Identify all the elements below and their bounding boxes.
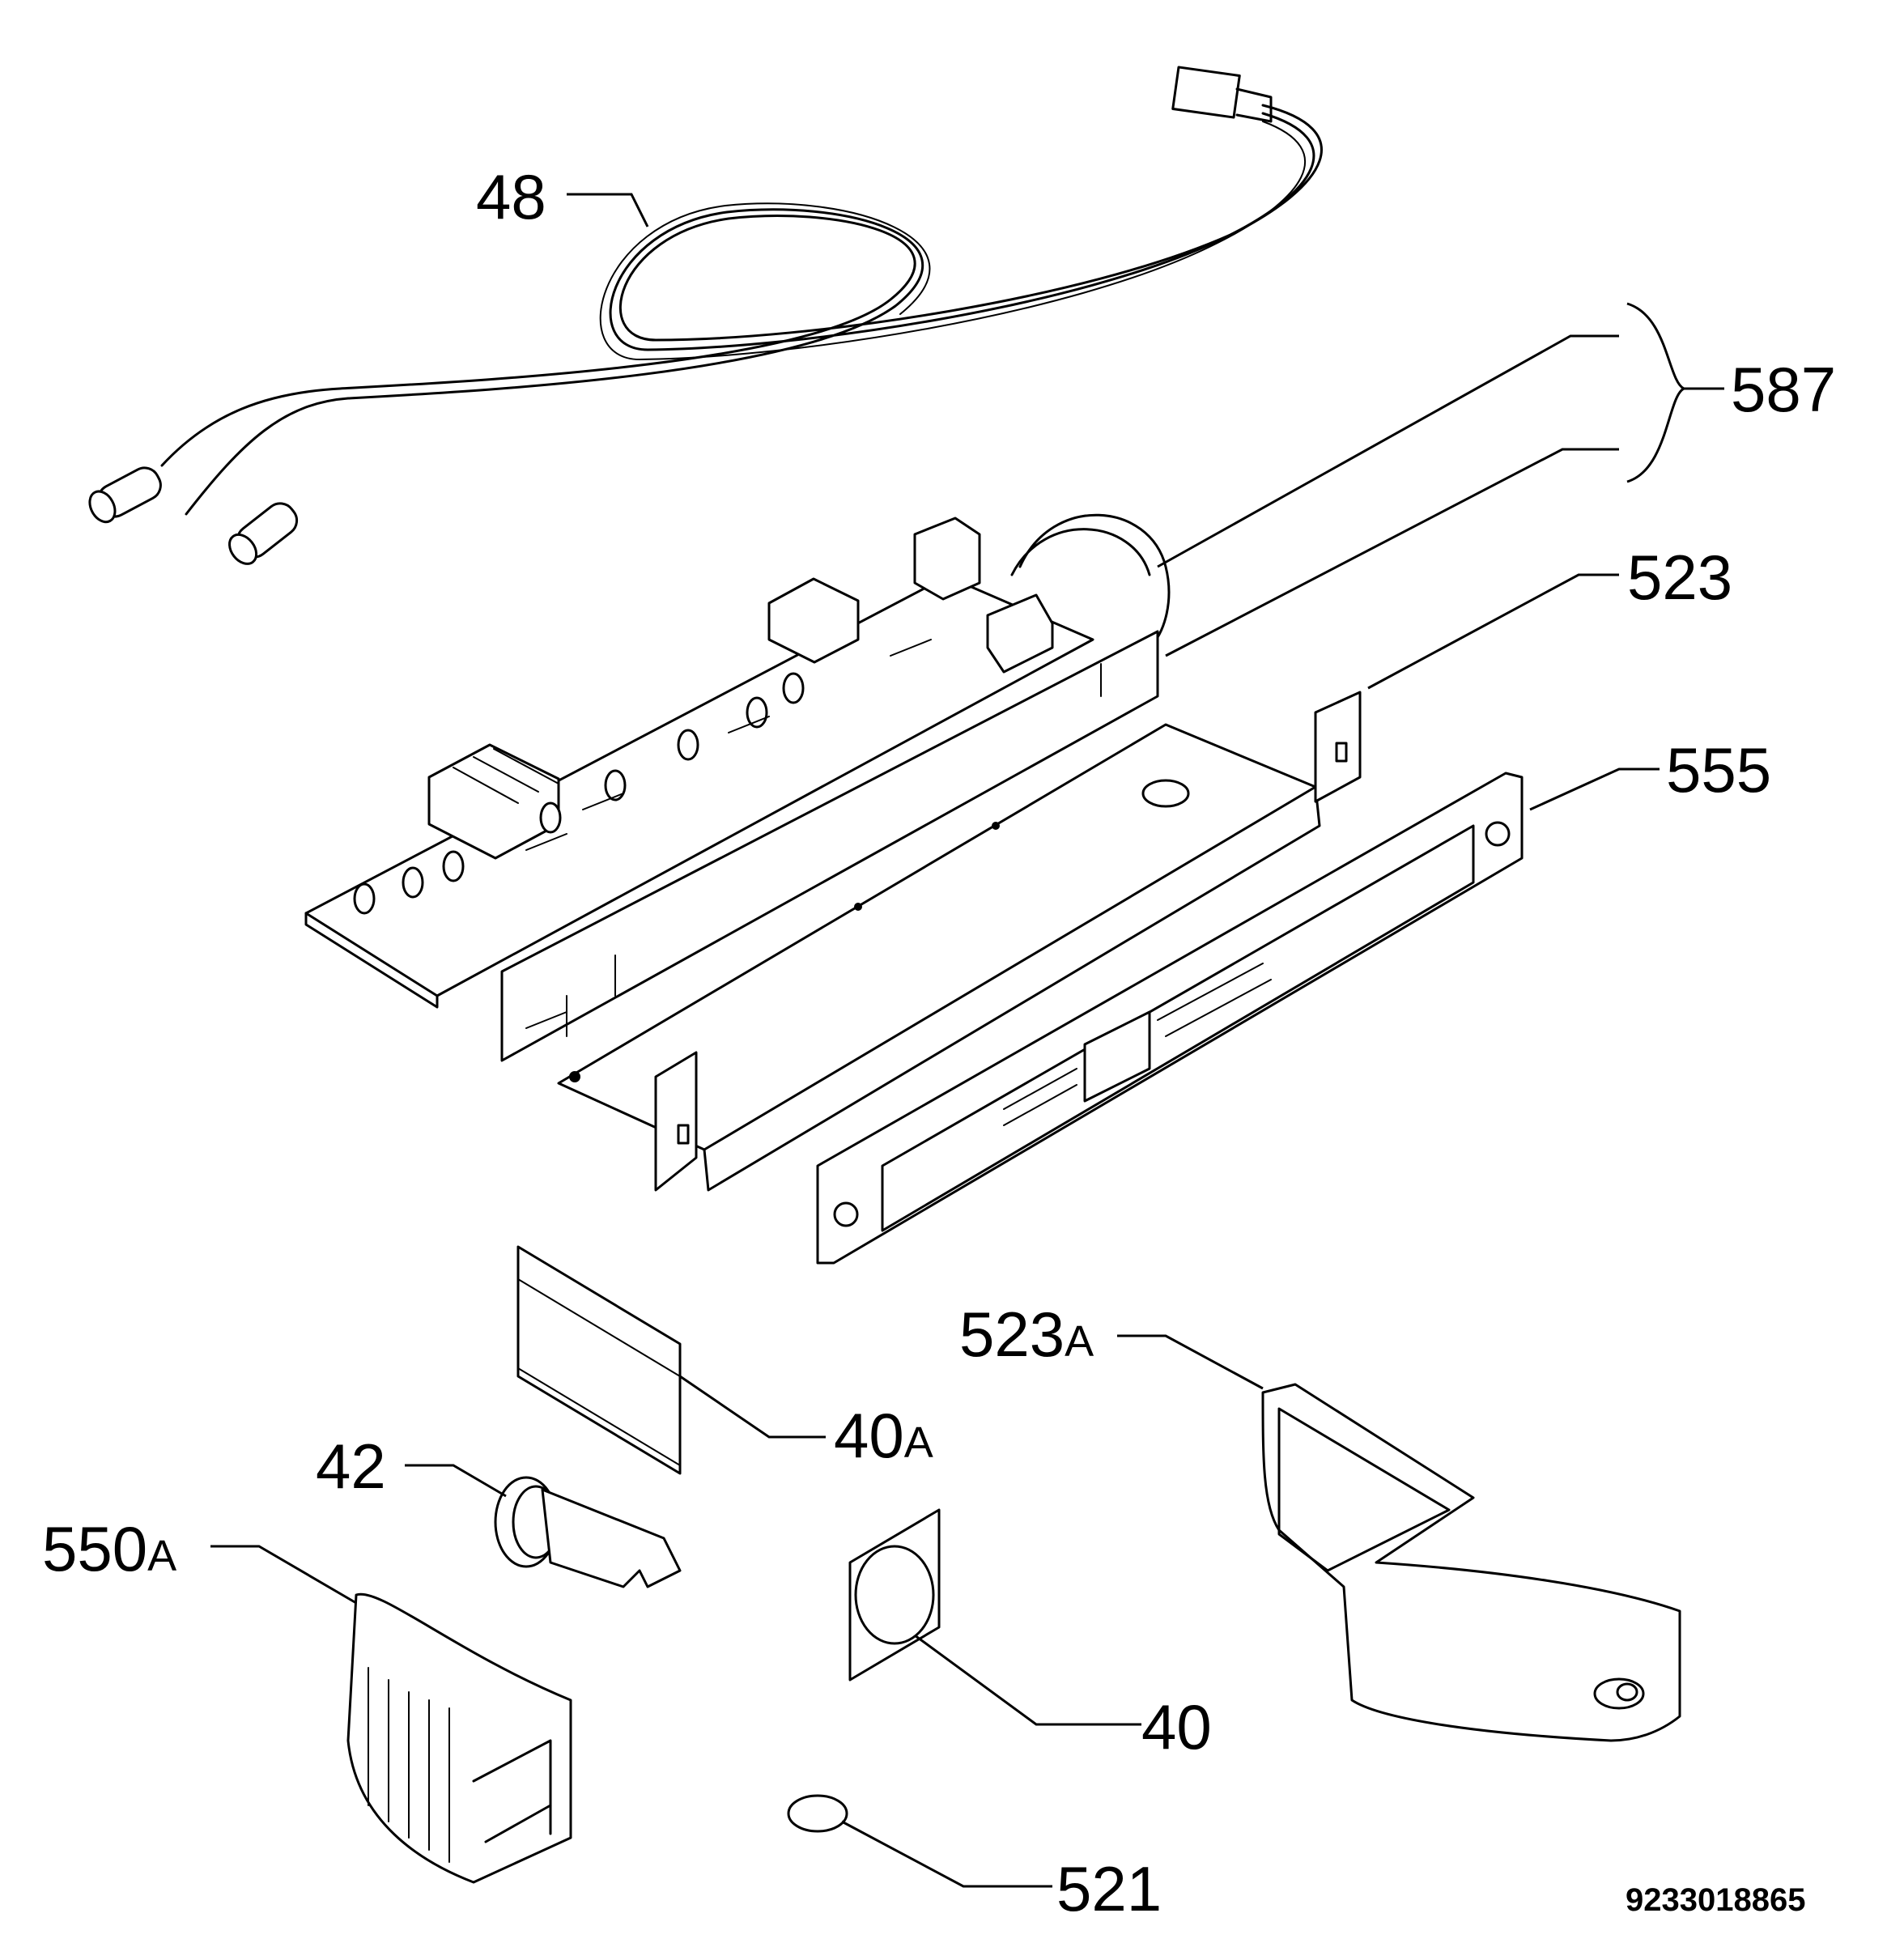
- part-40-gasket: [848, 1508, 941, 1682]
- callout-523a: 523A: [959, 1299, 1094, 1370]
- part-550a-end-cap: [346, 1592, 572, 1884]
- callout-48: 48: [476, 161, 546, 232]
- part-523-bracket: [557, 691, 1362, 1192]
- callout-42: 42: [316, 1431, 386, 1502]
- part-587-control-board: [304, 513, 1171, 1062]
- leader-lines: [210, 193, 1724, 1888]
- callout-521: 521: [1056, 1853, 1162, 1924]
- callout-40: 40: [1141, 1691, 1212, 1762]
- callout-587: 587: [1731, 354, 1836, 425]
- callout-40a: 40A: [834, 1400, 933, 1471]
- part-48-wire-harness: [88, 66, 1323, 565]
- part-555-front-panel: [816, 772, 1524, 1265]
- board-components: [353, 639, 932, 915]
- callout-550a: 550A: [42, 1513, 176, 1584]
- part-523a-end-cap: [1261, 1383, 1681, 1742]
- part-42-lamp-holder: [494, 1476, 682, 1588]
- part-40a-diffuser: [516, 1245, 682, 1475]
- callout-555: 555: [1666, 734, 1771, 806]
- part-521-o-ring: [787, 1794, 848, 1833]
- callout-523: 523: [1627, 542, 1732, 613]
- drawing-code: 9233018865: [1626, 1882, 1805, 1918]
